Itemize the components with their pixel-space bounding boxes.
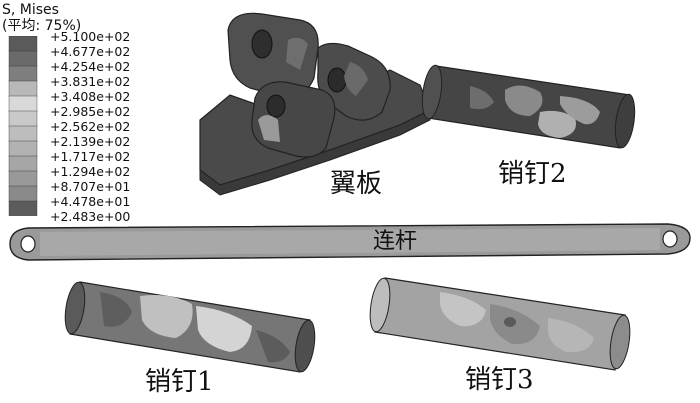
legend-value: +2.483e+00 [50,208,131,224]
legend-value: +5.100e+02 [50,28,131,44]
legend-value: +4.254e+02 [50,58,131,74]
legend-value: +2.139e+02 [50,133,131,149]
legend-value: +2.985e+02 [50,103,131,119]
pin2-label: 销钉2 [498,159,567,189]
wing-plate-label: 翼板 [330,169,383,199]
pin3-label: 销钉3 [465,365,534,395]
pin1-label: 销钉1 [145,367,214,397]
legend-value: +4.478e+01 [50,193,131,209]
legend-value: +1.717e+02 [50,148,131,164]
link-rod-label: 连杆 [373,229,418,254]
link-rod-model [9,223,691,261]
legend-title: S, Mises [2,2,59,18]
legend-swatch [8,200,38,216]
legend-value: +1.294e+02 [50,163,131,179]
legend-value: +3.831e+02 [50,73,131,89]
legend-value: +3.408e+02 [50,88,131,104]
legend-value: +2.562e+02 [50,118,131,134]
pin3-model [369,277,631,371]
legend-subtitle: (平均: 75%) [2,18,82,34]
wing-plate-model [199,12,431,196]
legend-value: +4.677e+02 [50,43,131,59]
pin2-model [421,64,636,149]
pin1-model [64,281,316,373]
legend-value: +8.707e+01 [50,178,131,194]
legend-color-bar [8,36,38,216]
